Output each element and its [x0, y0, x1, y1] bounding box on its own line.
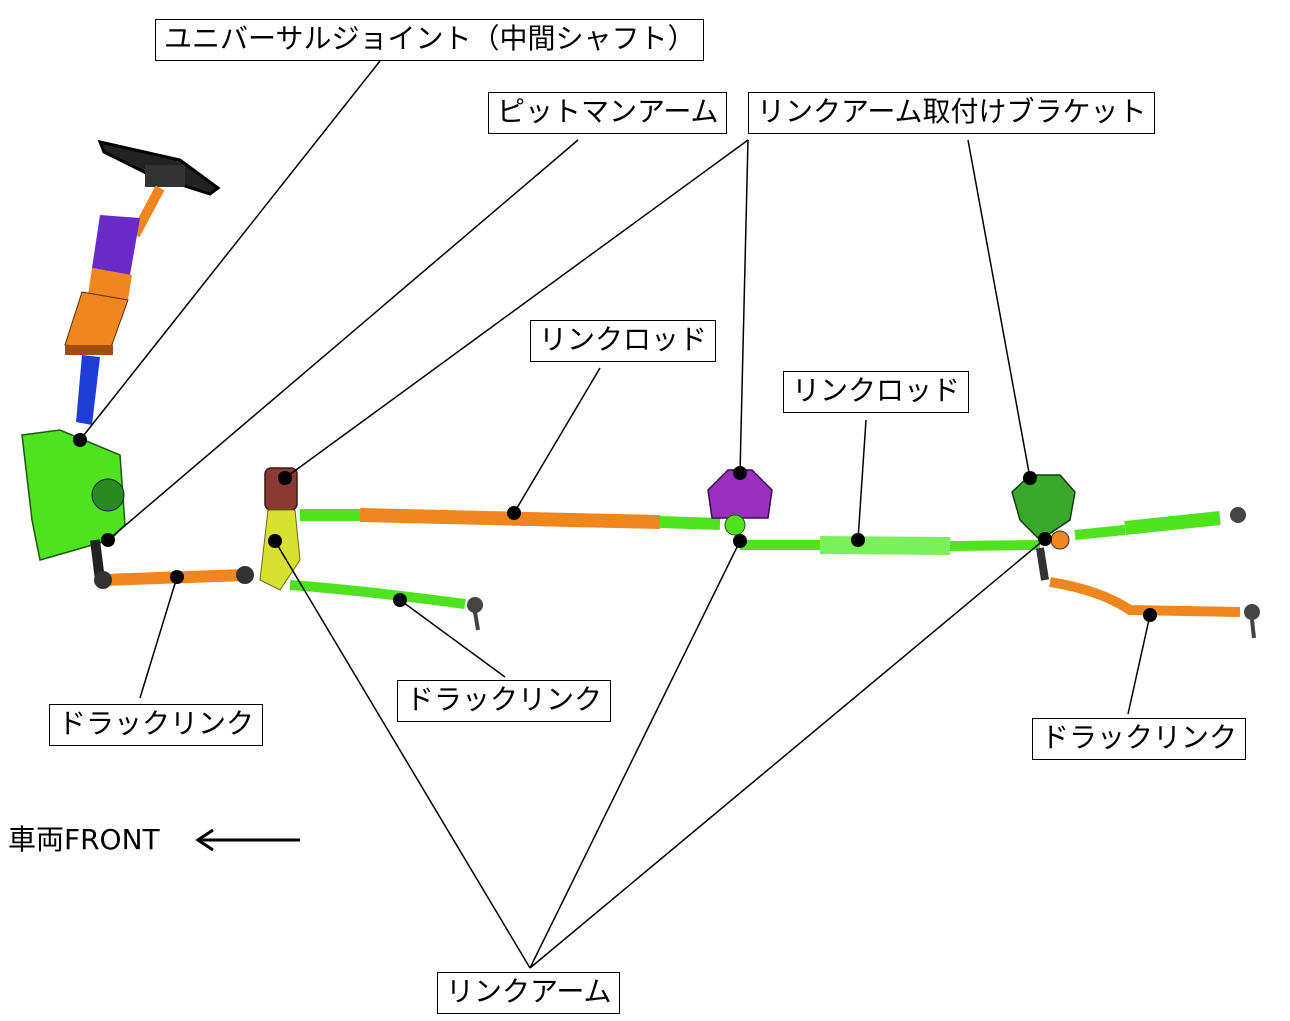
label-link-arm-bracket: リンクアーム取付けブラケット [748, 92, 1156, 134]
label-universal-joint: ユニバーサルジョイント（中間シャフト） [155, 19, 705, 61]
drag-link-2 [289, 580, 483, 631]
label-drag-link-2: ドラックリンク [397, 680, 612, 722]
drag-link-right-upper [1074, 507, 1246, 540]
front-direction-arrow [195, 828, 300, 852]
steering-column [64, 185, 165, 425]
steering-gear-box [21, 429, 126, 561]
label-link-rod-1: リンクロッド [530, 320, 717, 362]
label-pitman-arm: ピットマンアーム [488, 92, 728, 134]
label-link-rod-2: リンクロッド [783, 371, 970, 413]
leader-lines [79, 60, 1151, 969]
label-link-arm: リンクアーム [437, 972, 621, 1014]
label-drag-link-3: ドラックリンク [1032, 718, 1247, 760]
callout-dots [73, 433, 1157, 622]
steering-wheel [97, 139, 221, 196]
drag-link-3 [1036, 547, 1260, 639]
label-drag-link-1: ドラックリンク [49, 704, 264, 746]
link-rod-2 [740, 536, 1041, 555]
link-arm-bracket-1 [707, 469, 773, 536]
vehicle-front-label: 車両FRONT [8, 823, 160, 856]
link-arm-bracket-2 [1011, 474, 1076, 550]
